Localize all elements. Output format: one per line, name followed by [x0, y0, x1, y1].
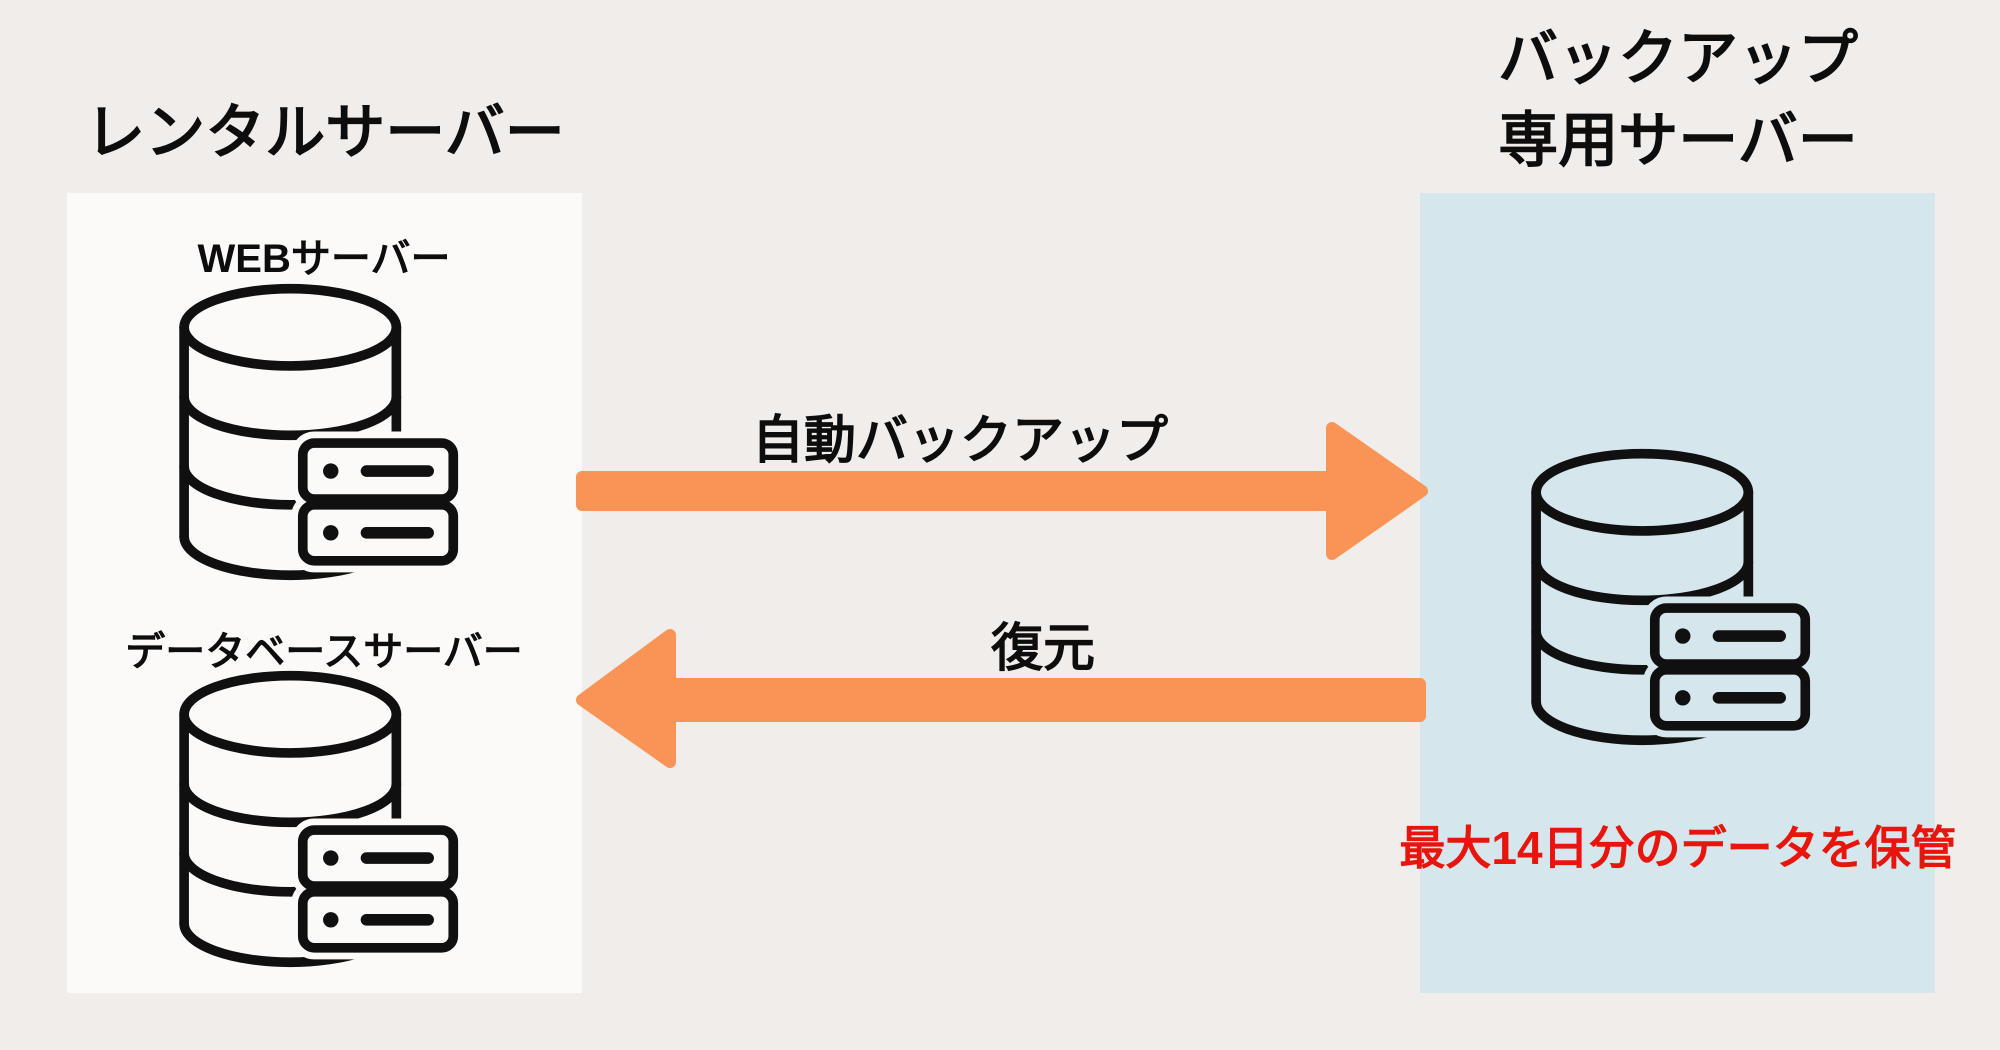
database-server-label: データベースサーバー — [125, 630, 523, 674]
backup-server-title-line2: 専用サーバー — [1498, 107, 1858, 174]
web-server-label: WEBサーバー — [197, 237, 451, 281]
backup-server-title-line1: バックアップ — [1498, 25, 1858, 92]
auto-backup-label: 自動バックアップ — [751, 412, 1169, 470]
backup-server-title: バックアップ 専用サーバー — [1498, 18, 1858, 182]
retention-note: 最大14日分のデータを保管 — [1399, 822, 1957, 874]
backup-database-icon — [1531, 446, 1821, 747]
auto-backup-arrow-right-icon — [576, 422, 1428, 560]
web-server-database-icon — [179, 281, 469, 582]
database-server-database-icon — [179, 668, 469, 969]
backup-server-panel — [1420, 193, 1935, 993]
rental-server-title: レンタルサーバー — [85, 99, 565, 166]
restore-arrow-left-icon — [576, 629, 1426, 768]
restore-label: 復元 — [990, 620, 1096, 678]
